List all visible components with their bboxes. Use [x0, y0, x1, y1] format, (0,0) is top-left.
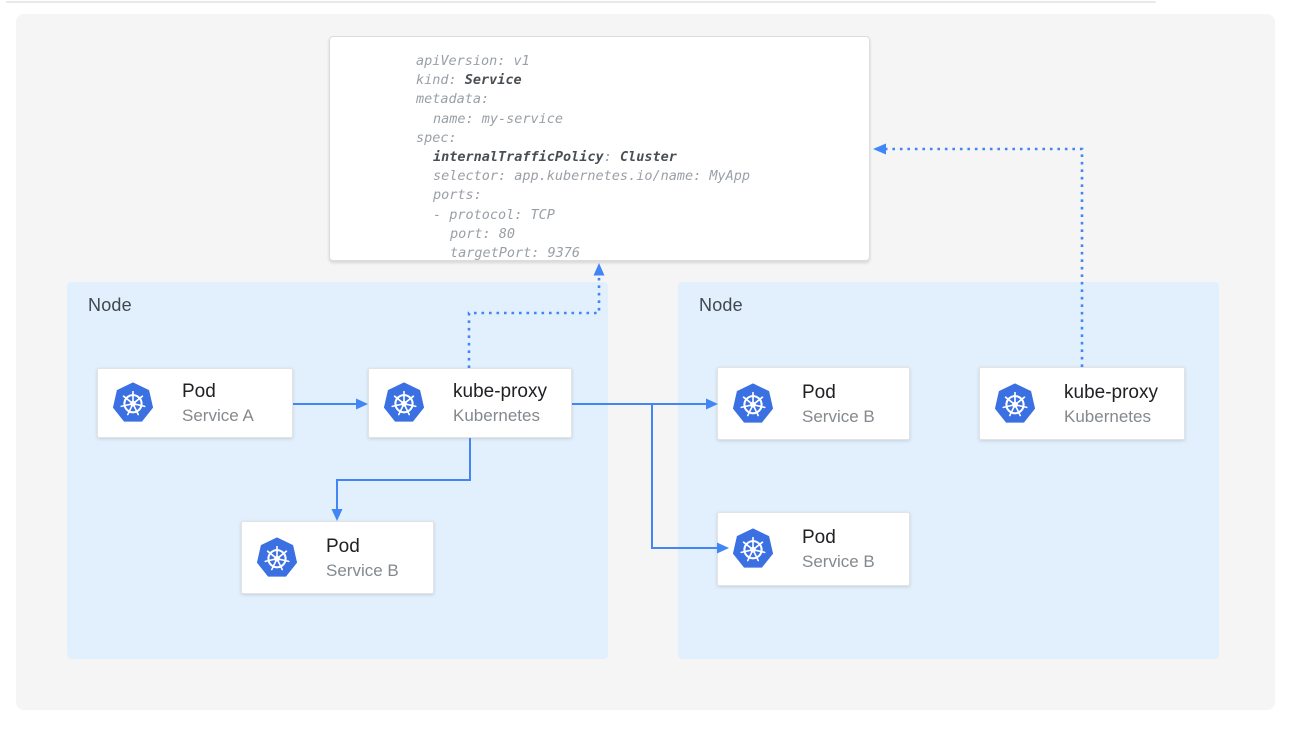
- card-subtitle: Service B: [802, 552, 875, 571]
- card-text: Pod Service B: [802, 380, 875, 428]
- card-title: kube-proxy: [453, 381, 547, 402]
- card-subtitle: Service B: [326, 560, 399, 580]
- code-line: - protocol: TCP: [433, 206, 555, 223]
- code-line: internalTrafficPolicy: Cluster: [433, 149, 677, 166]
- code-line: spec:: [416, 129, 457, 146]
- card-subtitle: Kubernetes: [453, 406, 540, 425]
- node-right: Node: [678, 282, 1219, 659]
- card-text: Pod Service B: [326, 534, 399, 582]
- kube-proxy-card-left: kube-proxy Kubernetes: [368, 368, 572, 438]
- card-title: Pod: [802, 381, 836, 403]
- code-line: metadata:: [416, 91, 490, 108]
- node-label: Node: [699, 295, 743, 315]
- card-title: Pod: [326, 535, 360, 557]
- card-title: kube-proxy: [1064, 381, 1158, 403]
- kubernetes-icon: [993, 381, 1037, 424]
- code-line: kind: Service: [416, 72, 522, 89]
- card-title: Pod: [802, 527, 836, 548]
- pod-card-service-b-left: Pod Service B: [241, 521, 434, 594]
- pod-card-service-b-bottom: Pod Service B: [717, 512, 910, 586]
- code-line: port: 80: [450, 225, 516, 242]
- card-text: Pod Service B: [802, 525, 875, 573]
- kubernetes-icon: [255, 535, 299, 578]
- kubernetes-icon: [382, 381, 426, 423]
- node-label: Node: [88, 295, 132, 315]
- card-title: Pod: [182, 381, 216, 402]
- kubernetes-icon: [111, 381, 155, 423]
- kubernetes-icon: [731, 381, 775, 424]
- card-text: kube-proxy Kubernetes: [1064, 380, 1158, 428]
- service-yaml-code: apiVersion: v1 kind: Service metadata: name…: [416, 52, 859, 263]
- code-line: apiVersion: v1: [416, 53, 530, 69]
- node-left: Node: [67, 282, 608, 659]
- kubernetes-icon: [731, 527, 775, 569]
- top-divider: [6, 1, 1156, 3]
- pod-card-service-a: Pod Service A: [97, 368, 293, 438]
- card-subtitle: Kubernetes: [1064, 406, 1151, 426]
- kube-proxy-card-right: kube-proxy Kubernetes: [979, 367, 1185, 440]
- pod-card-service-b-top: Pod Service B: [717, 367, 910, 440]
- code-line: name: my-service: [433, 110, 564, 127]
- card-subtitle: Service B: [802, 406, 875, 426]
- card-text: kube-proxy Kubernetes: [453, 379, 547, 427]
- service-yaml-panel: apiVersion: v1 kind: Service metadata: name…: [329, 36, 870, 261]
- code-line: ports:: [433, 187, 482, 204]
- card-subtitle: Service A: [182, 406, 254, 425]
- code-line: selector: app.kubernetes.io/name: MyApp: [433, 168, 750, 185]
- code-line: targetPort: 9376: [450, 245, 581, 262]
- card-text: Pod Service A: [182, 379, 254, 427]
